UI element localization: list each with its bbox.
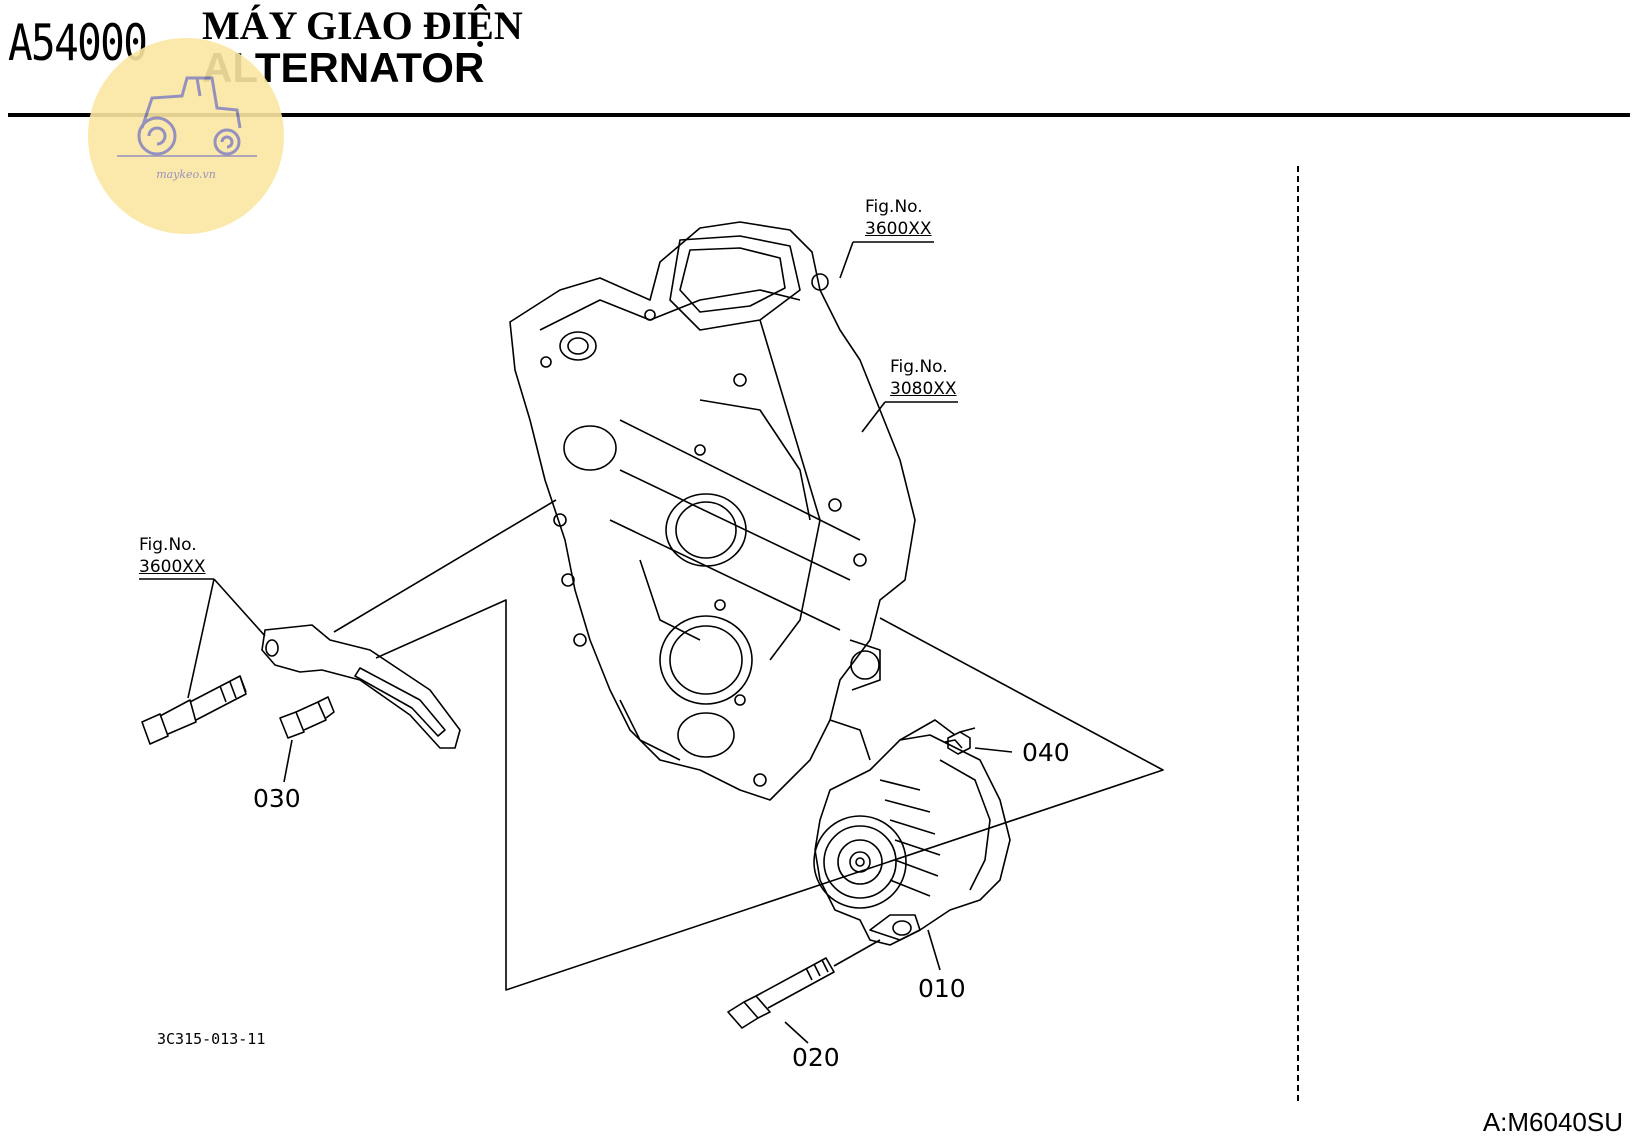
leader-010 (927, 929, 941, 971)
header-rule (8, 113, 1630, 117)
watermark-logo: maykeo.vn (88, 38, 284, 234)
model-footer: A:M6040SU (1482, 1107, 1623, 1137)
long-bolt-drawing (141, 675, 247, 745)
leader-020 (784, 1021, 809, 1044)
tractor-icon (117, 76, 257, 157)
column-divider (1297, 166, 1299, 1101)
drawing-number: 3C315-013-11 (157, 1030, 266, 1048)
leader-030 (283, 739, 293, 783)
bolt-030-drawing (279, 696, 335, 739)
fig-ref-3600-top: Fig.No. 3600XX (865, 197, 932, 239)
gear-case-drawing (509, 221, 916, 801)
nut-040-drawing (947, 727, 976, 755)
part-number-020: 020 (792, 1043, 840, 1072)
guide-line (333, 499, 557, 633)
part-number-010: 010 (918, 974, 966, 1003)
adjusting-bracket-drawing (261, 624, 461, 749)
leader-3600-left (187, 578, 215, 699)
bolt-020-drawing (727, 957, 835, 1029)
leader-3600-left (213, 578, 266, 637)
title-vietnamese: MÁY GIAO ĐIỆN (202, 3, 523, 48)
guide-line (375, 599, 1164, 991)
guide-line (833, 939, 881, 967)
leader-3600-top (839, 241, 854, 279)
part-number-030: 030 (253, 784, 301, 813)
part-number-040: 040 (1022, 738, 1070, 767)
alternator-drawing (813, 719, 1011, 946)
fig-ref-3080: Fig.No. 3080XX (890, 357, 957, 399)
logo-text: maykeo.vn (156, 168, 216, 181)
fig-ref-3600-left: Fig.No. 3600XX (139, 535, 206, 577)
leader-3080 (861, 401, 886, 433)
leader-040 (974, 747, 1013, 753)
